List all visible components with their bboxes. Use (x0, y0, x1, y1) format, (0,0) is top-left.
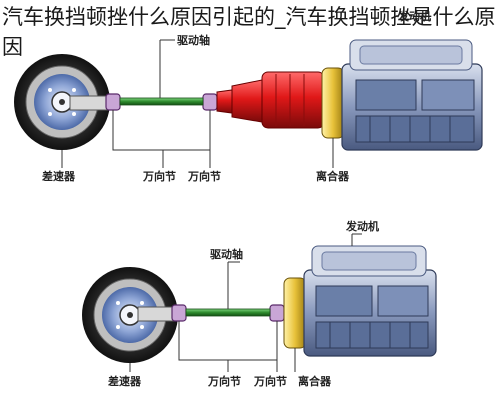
bottom-drive-shaft (185, 308, 271, 317)
top-drivetrain: 驱动轴 发动机 (14, 9, 483, 183)
top-universal-joint-right (202, 93, 218, 111)
bottom-universal-joint-right (269, 304, 285, 322)
bottom-universal-joint-label-2: 万向节 (253, 374, 287, 388)
bottom-drivetrain: 驱动轴 发动机 差速器 万向节 万向节 离合器 (82, 219, 437, 388)
top-universal-joint-left (105, 93, 121, 111)
top-differential-label: 差速器 (42, 169, 76, 183)
top-drive-shaft (119, 97, 204, 106)
top-universal-joint-label-2: 万向节 (187, 169, 221, 183)
top-gearbox (216, 71, 325, 129)
bottom-universal-joint-left (171, 304, 187, 322)
top-wheel (14, 54, 110, 150)
bottom-engine-label: 发动机 (345, 219, 379, 233)
bottom-clutch-label: 离合器 (298, 374, 332, 388)
bottom-differential-label: 差速器 (108, 374, 142, 388)
bottom-universal-joint-label-1: 万向节 (207, 374, 241, 388)
bottom-wheel (82, 267, 178, 363)
top-engine (341, 39, 483, 151)
bottom-clutch (283, 277, 307, 349)
page-title: 汽车换挡顿挫什么原因引起的_汽车换挡顿挫是什么原因 (2, 5, 496, 59)
top-shaft-label: 驱动轴 (177, 33, 210, 47)
top-engine-label: 发动机 (397, 9, 431, 23)
top-universal-joint-label-1: 万向节 (142, 169, 176, 183)
top-clutch-label: 离合器 (316, 169, 350, 183)
bottom-engine (303, 245, 437, 357)
top-clutch (321, 67, 345, 139)
bottom-drive-shaft-label: 驱动轴 (210, 247, 243, 261)
